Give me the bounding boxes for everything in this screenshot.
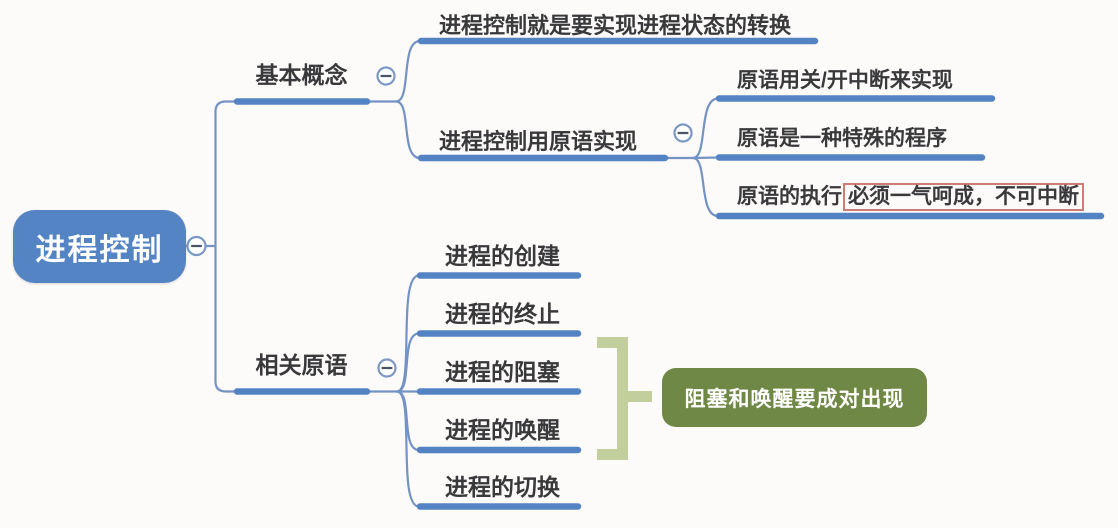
branch1-collapse-icon[interactable]	[376, 66, 396, 86]
root-node-label: 进程控制	[35, 233, 164, 267]
bracket-vertical-bar	[617, 337, 628, 460]
connector-node12-child2	[691, 156, 720, 160]
node-primitive-impl-collapse-icon[interactable]	[673, 123, 693, 143]
group-bracket	[597, 337, 652, 460]
connector-root-spine	[214, 100, 238, 393]
root-node-process-control[interactable]: 进程控制	[13, 210, 186, 283]
leaf-atomic-prefix: 原语的执行	[737, 185, 842, 208]
callout-label: 阻塞和唤醒要成对出现	[684, 387, 905, 411]
node-primitive-impl[interactable]: 进程控制用原语实现	[439, 129, 638, 154]
connector-node12-child1	[691, 97, 720, 160]
root-collapse-icon[interactable]	[186, 235, 207, 257]
leaf-process-terminate[interactable]: 进程的终止	[445, 301, 560, 327]
bracket-top-bar	[597, 337, 628, 348]
leaf-interrupt-impl[interactable]: 原语用关/开中断来实现	[737, 69, 953, 92]
leaf-state-transition[interactable]: 进程控制就是要实现进程状态的转换	[439, 13, 792, 38]
branch-related-primitives[interactable]: 相关原语	[255, 352, 348, 378]
leaf-process-block[interactable]: 进程的阻塞	[445, 359, 560, 385]
leaf-atomic-execution[interactable]: 原语的执行必须一气呵成，不可中断	[737, 183, 1084, 211]
connector-node12-child3	[691, 156, 720, 218]
bracket-bottom-bar	[597, 449, 628, 460]
connector-branch1-child2	[394, 100, 422, 160]
bracket-callout-stub	[628, 391, 652, 402]
connector-branch2-child4	[395, 390, 421, 452]
connector-branch1-child1	[394, 39, 422, 103]
leaf-special-program[interactable]: 原语是一种特殊的程序	[737, 127, 947, 150]
branch-basic-concepts[interactable]: 基本概念	[255, 62, 348, 88]
connector-branch2-child5	[395, 390, 421, 508]
leaf-process-create[interactable]: 进程的创建	[445, 243, 560, 269]
connector-branch2-child1	[395, 274, 421, 393]
leaf-atomic-highlight: 必须一气呵成，不可中断	[843, 183, 1084, 211]
topic-underlines	[233, 37, 1105, 510]
connector-curves	[184, 39, 720, 508]
leaf-process-wakeup[interactable]: 进程的唤醒	[445, 417, 560, 443]
connector-branch2-child2	[395, 332, 421, 393]
callout-block-wakeup-pair[interactable]: 阻塞和唤醒要成对出现	[662, 368, 927, 427]
branch2-collapse-icon[interactable]	[377, 358, 397, 378]
collapse-controls	[186, 66, 693, 378]
leaf-process-switch[interactable]: 进程的切换	[445, 474, 560, 500]
